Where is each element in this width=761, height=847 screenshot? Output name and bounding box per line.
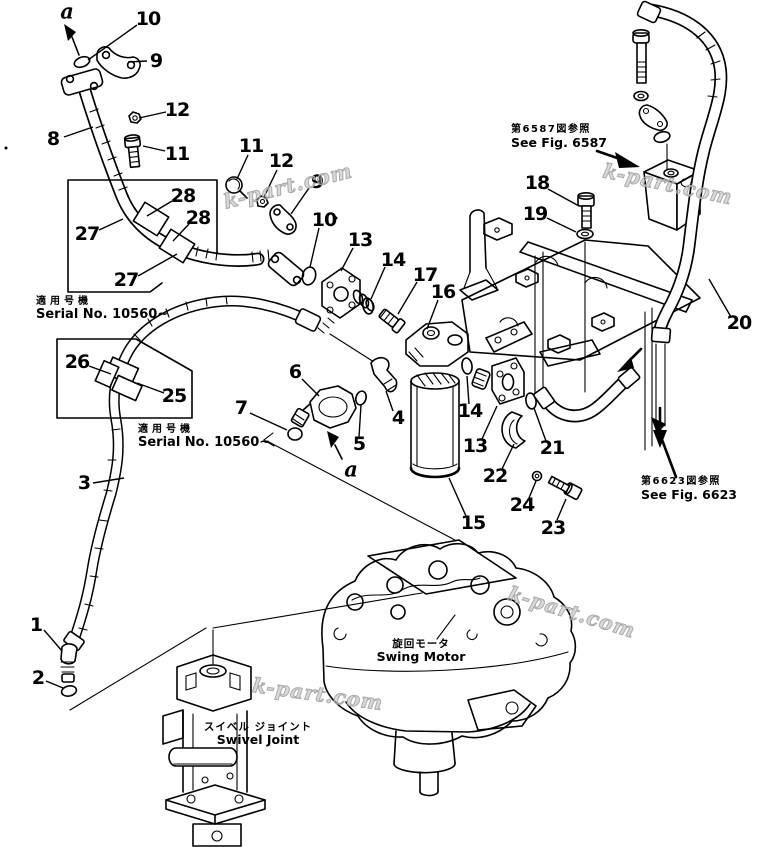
leader-line-16 xyxy=(427,300,438,329)
leader-line-21 xyxy=(534,408,546,441)
leader-line-12 xyxy=(139,112,166,118)
leader-line-22 xyxy=(502,444,514,469)
leader-line-20 xyxy=(709,279,731,317)
leader-line-23 xyxy=(557,499,566,520)
connection-lines xyxy=(70,433,455,710)
leader-line-8 xyxy=(64,127,93,137)
pointer-arrows xyxy=(617,349,667,448)
leader-line-13 xyxy=(482,406,497,439)
leader-line-17 xyxy=(398,282,417,314)
fig-6587-arrow xyxy=(597,151,640,168)
leader-line-1 xyxy=(44,630,62,651)
swivel-joint-drawing xyxy=(163,655,265,846)
oring-14a xyxy=(361,297,374,315)
leader-line-27 xyxy=(99,219,123,230)
cap-6 xyxy=(291,386,356,428)
leader-line-28 xyxy=(173,224,189,241)
clamp-top-right xyxy=(639,105,671,144)
oring-10a xyxy=(73,55,91,69)
tube-8-drawing xyxy=(60,68,305,288)
leader-line-15 xyxy=(449,478,466,516)
filter-15 xyxy=(411,373,459,477)
variant-box-2 xyxy=(57,339,192,418)
leader-line-28 xyxy=(147,201,172,216)
flange-13b xyxy=(471,358,524,404)
oring-14b xyxy=(461,357,473,374)
variant-box-1 xyxy=(68,180,217,292)
speck xyxy=(4,146,8,150)
leader-line-9 xyxy=(291,188,309,214)
leader-line-24 xyxy=(529,481,536,498)
clamp-22 xyxy=(502,412,525,448)
section-arrow-a-top xyxy=(64,24,79,55)
speck xyxy=(334,216,338,220)
bolt-11b xyxy=(226,177,247,198)
leader-line-7 xyxy=(250,413,287,430)
leader-line-10 xyxy=(88,25,137,60)
elbow-4 xyxy=(371,358,397,392)
leader-line-14 xyxy=(467,376,469,404)
leader-line-13 xyxy=(341,248,353,271)
filter-head-16 xyxy=(406,322,468,366)
bolt-11a xyxy=(124,134,142,167)
fitting-17 xyxy=(377,307,405,333)
oring-2 xyxy=(61,685,78,698)
clamp-9b xyxy=(270,205,296,234)
leader-line-3 xyxy=(93,478,124,483)
leader-line-25 xyxy=(137,383,164,393)
leader-lines xyxy=(44,25,731,688)
bolt-top-right xyxy=(633,30,649,101)
elbow-1-drawing xyxy=(61,631,85,682)
oring-7 xyxy=(288,428,302,440)
oring-10b xyxy=(301,266,318,287)
section-arrow-a-bottom xyxy=(327,431,342,459)
leader-line-11 xyxy=(237,155,248,179)
leader-line-6 xyxy=(302,379,319,396)
washer-24 xyxy=(533,472,542,481)
hose-3-drawing xyxy=(74,296,374,640)
leader-line-14 xyxy=(371,267,385,299)
leader-line-10 xyxy=(310,228,319,267)
bolt-23 xyxy=(548,474,583,500)
oring-5 xyxy=(354,390,367,406)
fig-6623-arrow xyxy=(651,417,676,477)
leader-line-18 xyxy=(548,189,579,206)
leader-line-9 xyxy=(128,61,147,62)
leader-line-11 xyxy=(143,146,165,151)
leader-line-2 xyxy=(46,681,63,688)
hose-20-drawing xyxy=(637,1,721,428)
nut-12a xyxy=(129,112,141,123)
bolt-18 xyxy=(578,193,594,228)
flange-13a xyxy=(322,268,375,318)
nut-12b xyxy=(257,196,268,207)
swing-motor-drawing xyxy=(322,540,575,796)
bracket-structure xyxy=(460,210,700,450)
washer-19 xyxy=(577,230,593,393)
clamp-9a xyxy=(97,47,140,78)
leader-line-27 xyxy=(138,254,177,276)
leader-line-4 xyxy=(386,391,393,411)
leader-line-19 xyxy=(547,218,576,232)
hose-elbow-lower xyxy=(533,367,640,416)
leader-line-26 xyxy=(89,366,111,374)
leader-line-5 xyxy=(359,405,361,437)
leader-line-12 xyxy=(264,170,277,197)
oring-21 xyxy=(525,392,538,409)
